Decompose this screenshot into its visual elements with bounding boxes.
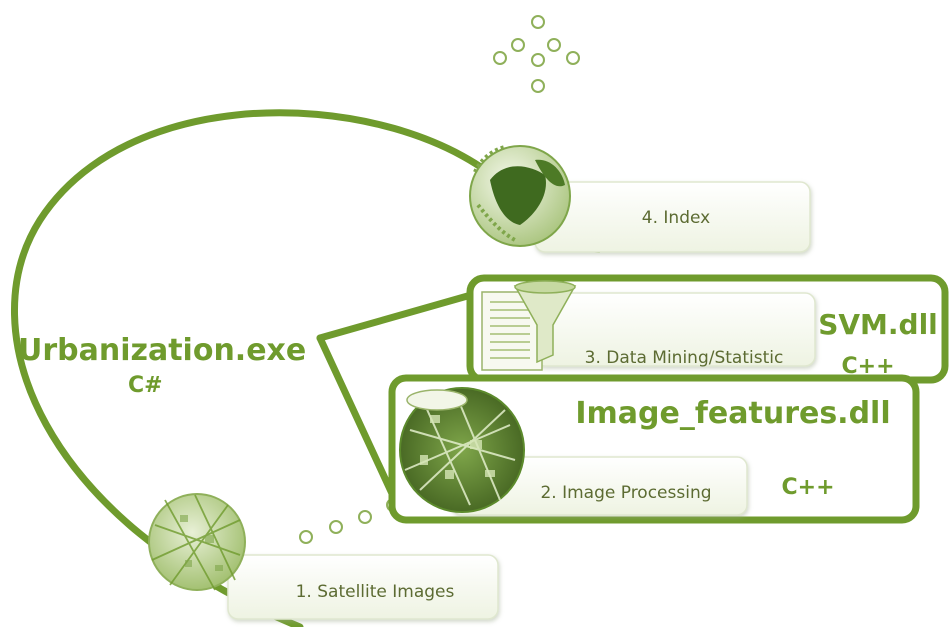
image-features-module-name: Image_features.dll xyxy=(575,396,890,431)
step-image-processing-label: 2. Image Processing xyxy=(540,483,711,503)
wedge-line-lower xyxy=(316,334,399,504)
dots-cross-icon xyxy=(493,15,580,93)
svm-module-name: SVM.dll xyxy=(818,308,938,341)
progress-dots xyxy=(299,498,400,544)
processed-map-icon xyxy=(399,387,525,513)
svm-module-language: C++ xyxy=(841,354,894,379)
app-title: Urbanization.exe xyxy=(18,333,306,368)
step-satellite-images-box[interactable] xyxy=(227,554,499,620)
funnel-report-icon xyxy=(481,280,577,371)
app-language: C# xyxy=(128,373,163,398)
wedge-line-upper xyxy=(316,289,482,342)
step-index-label: 4. Index xyxy=(642,208,710,228)
image-features-module-language: C++ xyxy=(781,475,834,500)
step-data-mining-label: 3. Data Mining/Statistic xyxy=(585,348,784,368)
step-satellite-images-label: 1. Satellite Images xyxy=(296,582,455,602)
globe-icon xyxy=(469,145,571,247)
urbanization-outline xyxy=(10,109,549,627)
satellite-map-icon xyxy=(148,493,246,591)
